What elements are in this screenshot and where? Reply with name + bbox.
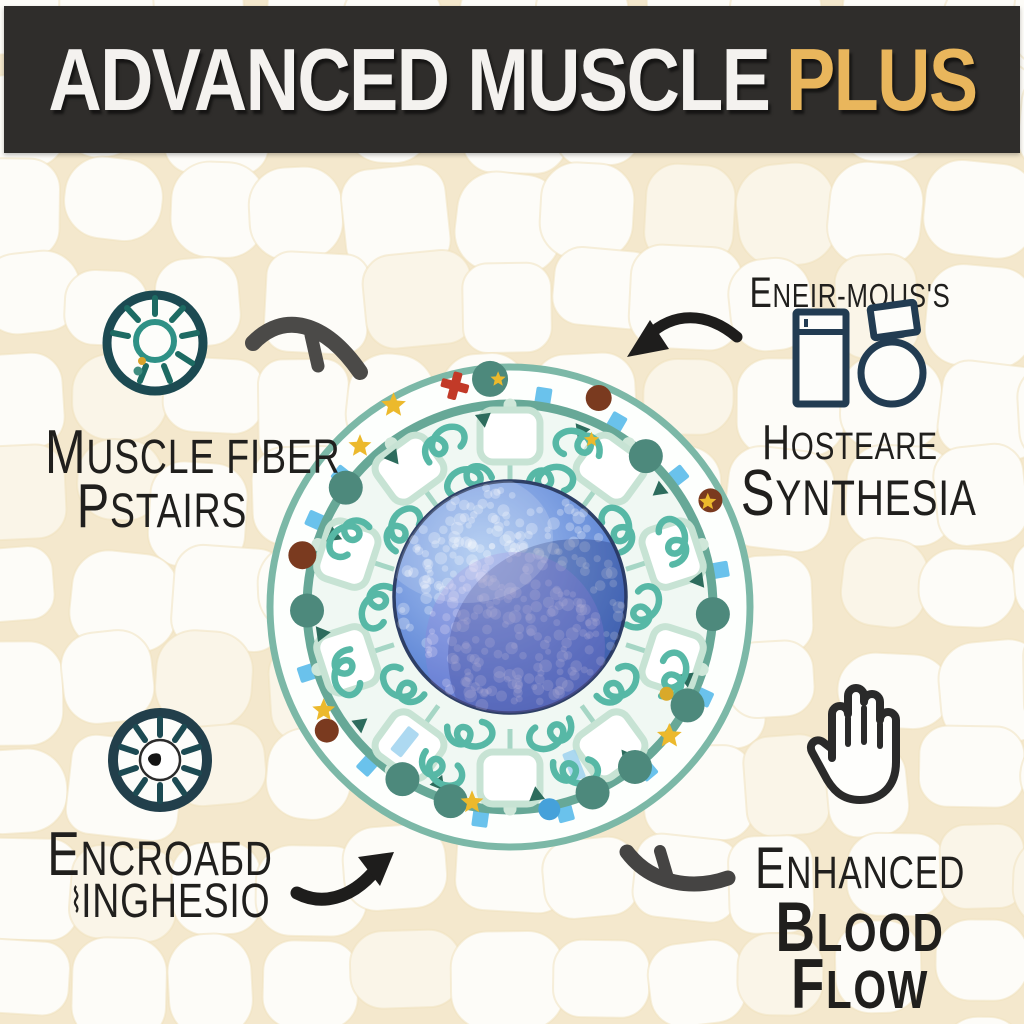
feature-protein-line1: HOSTEARE [762, 415, 938, 470]
arrow-bottom-left [290, 852, 394, 906]
arrow-top-right [627, 312, 743, 357]
title-accent: PLUS [785, 29, 978, 129]
sun-ring-icon [102, 290, 208, 396]
feature-muscle-fiber-line2: PSTAIRS [76, 472, 248, 541]
dial-icon [108, 708, 212, 812]
title-main: ADVANCED MUSCLE [47, 29, 771, 129]
arrow-top-left [245, 316, 368, 380]
feature-blood-line2: BLOOD [775, 887, 945, 966]
feature-blood-line3: FLOW [791, 944, 929, 1023]
hand-icon [807, 684, 900, 804]
feature-blood-line1: ENHANCED [754, 836, 966, 901]
bottle-flask-icon [792, 299, 927, 408]
feature-energy-line2: ⌇INGHESIO [69, 875, 271, 928]
cell-diagram [266, 360, 754, 851]
arrow-bottom-right [619, 844, 736, 892]
feature-protein-heading: ENEIR-MOUS'S [749, 269, 951, 317]
feature-energy-line1: ENCROAБD [47, 820, 273, 889]
energy-prefix-glyph: ⌇ [69, 881, 83, 922]
feature-protein-line2: SYNTHESIA [740, 456, 977, 529]
feature-muscle-fiber-line1: MUSCLE FIBER [45, 418, 341, 487]
